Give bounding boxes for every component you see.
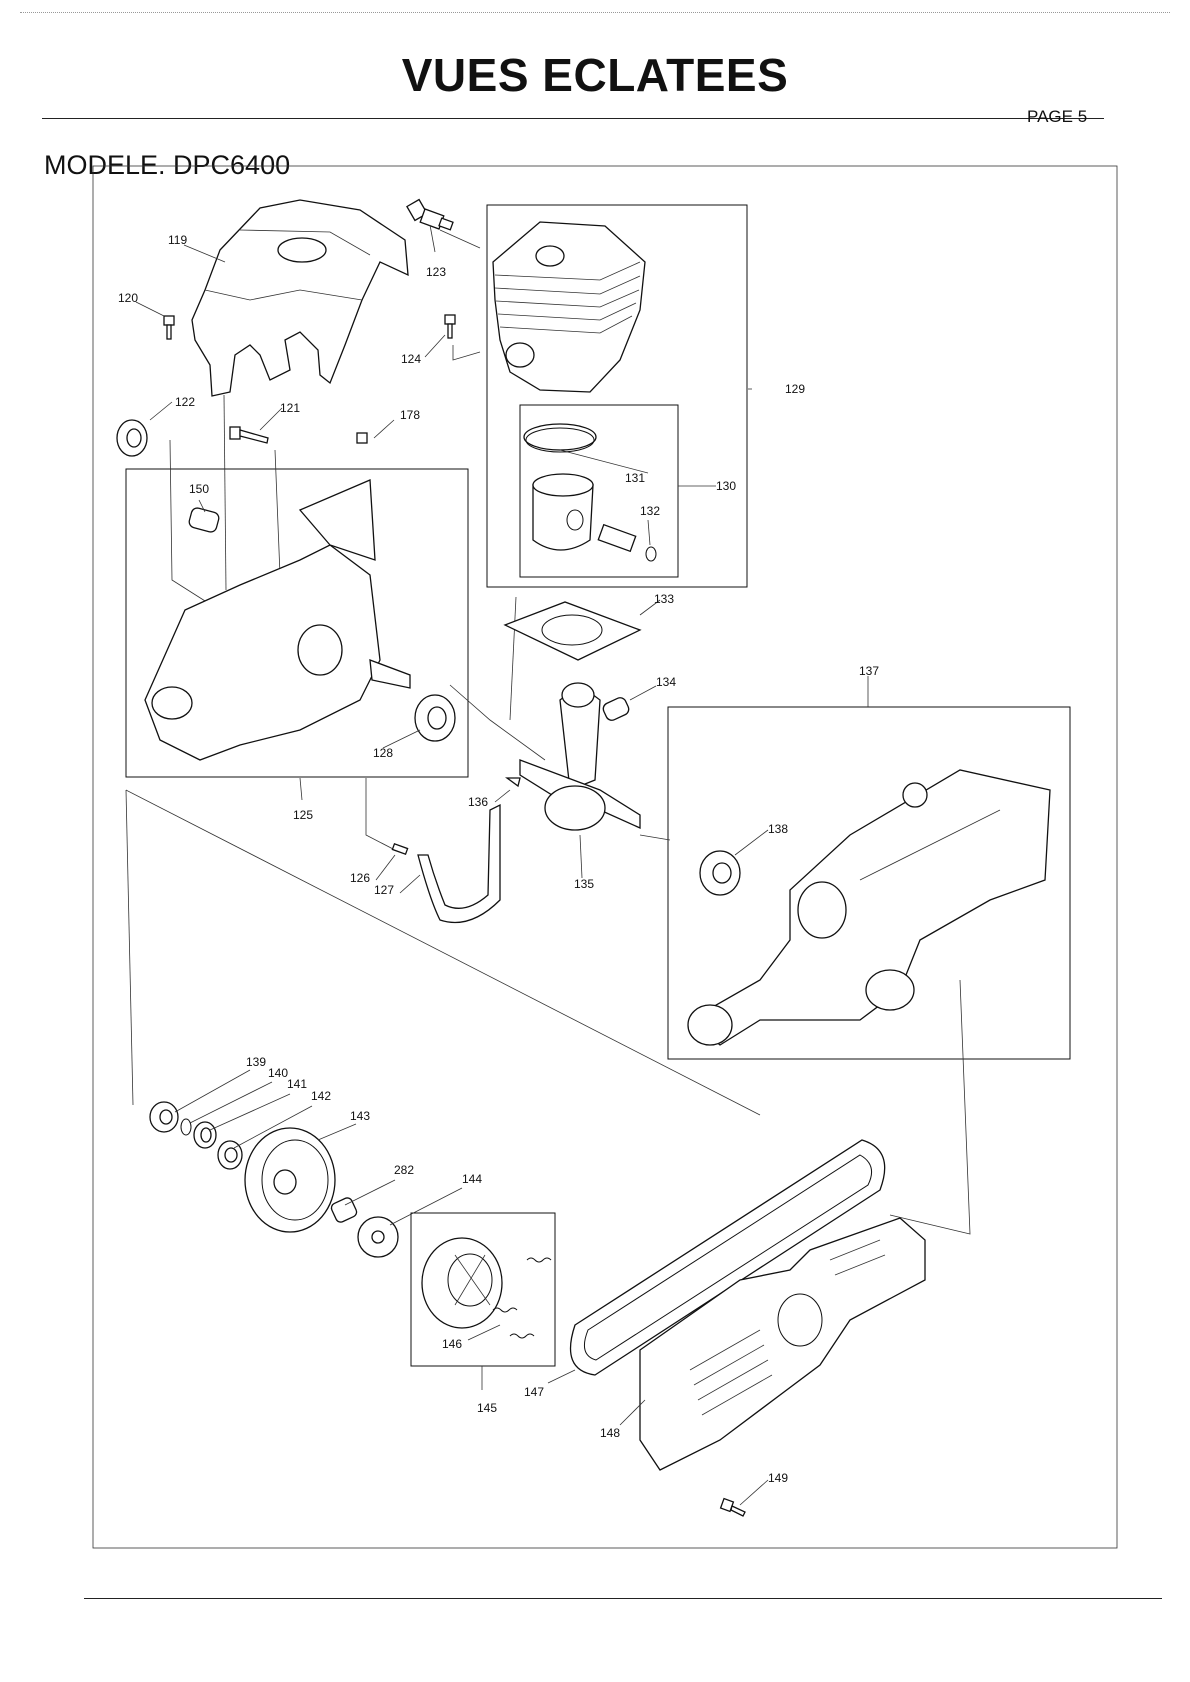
callout-125: 125: [293, 808, 313, 822]
part-seal-139: [149, 1101, 179, 1133]
callout-122: 122: [175, 395, 195, 409]
callout-132: 132: [640, 504, 660, 518]
part-piston-pin: [597, 523, 637, 553]
part-clutch-drum: [244, 1127, 336, 1233]
callout-146: 146: [442, 1337, 462, 1351]
guide-line: [223, 394, 227, 591]
callout-150: 150: [189, 482, 209, 496]
part-spring: [526, 1257, 552, 1263]
callout-282: 282: [394, 1163, 414, 1177]
part-clutch: [421, 1237, 503, 1329]
part-drive-belt: [569, 1139, 886, 1376]
title-rule: [42, 118, 1104, 119]
callout-147: 147: [524, 1385, 544, 1399]
part-spring: [509, 1333, 535, 1339]
callout-143: 143: [350, 1109, 370, 1123]
part-spring: [492, 1307, 518, 1313]
part-washer-142: [217, 1140, 243, 1170]
callout-130: 130: [716, 479, 736, 493]
page-number: PAGE 5: [1027, 107, 1088, 126]
part-washer-144: [357, 1216, 399, 1258]
part-bearing-138: [699, 850, 741, 896]
callout-126: 126: [350, 871, 370, 885]
callout-119: 119: [168, 233, 187, 247]
part-piston: [532, 473, 594, 551]
callout-120: 120: [118, 291, 138, 305]
guide-line: [125, 789, 134, 1106]
group-box-130: [519, 404, 679, 578]
part-ring-140: [180, 1118, 192, 1136]
guide-line: [365, 778, 396, 851]
part-cutting-arm: [687, 769, 1051, 1046]
group-box-145: [410, 1212, 556, 1367]
callout-137: 137: [859, 664, 879, 678]
callout-138: 138: [768, 822, 788, 836]
callout-142: 142: [311, 1089, 331, 1103]
part-crankshaft: [519, 682, 641, 831]
part-screw-124: [444, 314, 456, 339]
part-screw-149: [719, 1497, 746, 1517]
callout-148: 148: [600, 1426, 620, 1440]
callout-134: 134: [656, 675, 676, 689]
scan-edge-top: [20, 12, 1170, 13]
guide-line: [889, 979, 971, 1235]
callout-127: 127: [374, 883, 394, 897]
guide-line: [125, 789, 761, 1116]
callout-145: 145: [477, 1401, 497, 1415]
part-screw-120: [163, 315, 175, 340]
part-belt-guard: [639, 1217, 926, 1471]
part-cylinder-gasket: [503, 601, 642, 661]
callout-141: 141: [287, 1077, 307, 1091]
model-name: MODELE. DPC6400: [44, 150, 291, 180]
group-box-129: [486, 204, 748, 588]
leader-lines: [135, 224, 869, 1506]
callout-123: 123: [426, 265, 446, 279]
part-oil-seal-122: [116, 419, 148, 457]
part-crankcase: [144, 479, 411, 761]
callout-136: 136: [468, 795, 488, 809]
part-piston-ring: [525, 427, 595, 453]
part-clip-178: [356, 432, 368, 444]
callout-121: 121: [280, 401, 300, 415]
part-circlip: [645, 546, 657, 562]
part-cylinder: [492, 221, 646, 393]
part-crankcase-gasket: [417, 803, 501, 924]
callout-144: 144: [462, 1172, 482, 1186]
page-title: VUES ECLATEES: [401, 49, 789, 101]
part-washer-141: [193, 1121, 217, 1149]
group-box-125: [125, 468, 469, 778]
footer-rule: [84, 1598, 1162, 1599]
part-pin-126: [391, 842, 409, 856]
guide-line: [449, 684, 546, 761]
guide-line: [439, 229, 481, 249]
callout-133: 133: [654, 592, 674, 606]
guide-line: [452, 345, 481, 361]
part-bolt-121: [229, 426, 269, 444]
callout-124: 124: [401, 352, 421, 366]
callout-131: 131: [625, 471, 645, 485]
callout-139: 139: [246, 1055, 266, 1069]
group-box-137: [667, 706, 1071, 1060]
callout-135: 135: [574, 877, 594, 891]
part-woodruff-key: [505, 777, 521, 788]
diagram-frame: [92, 165, 1118, 1549]
callout-178: 178: [400, 408, 420, 422]
part-needle-bearing: [602, 697, 630, 721]
callout-140: 140: [268, 1066, 288, 1080]
guide-line: [509, 596, 517, 721]
guide-line: [639, 834, 671, 841]
callout-129: 129: [785, 382, 805, 396]
part-bearing-128: [414, 694, 456, 742]
callout-149: 149: [768, 1471, 788, 1485]
part-needle-bearing-282: [330, 1197, 358, 1223]
part-cylinder-cover: [191, 199, 409, 397]
part-spark-plug: [406, 198, 454, 231]
callout-128: 128: [373, 746, 393, 760]
